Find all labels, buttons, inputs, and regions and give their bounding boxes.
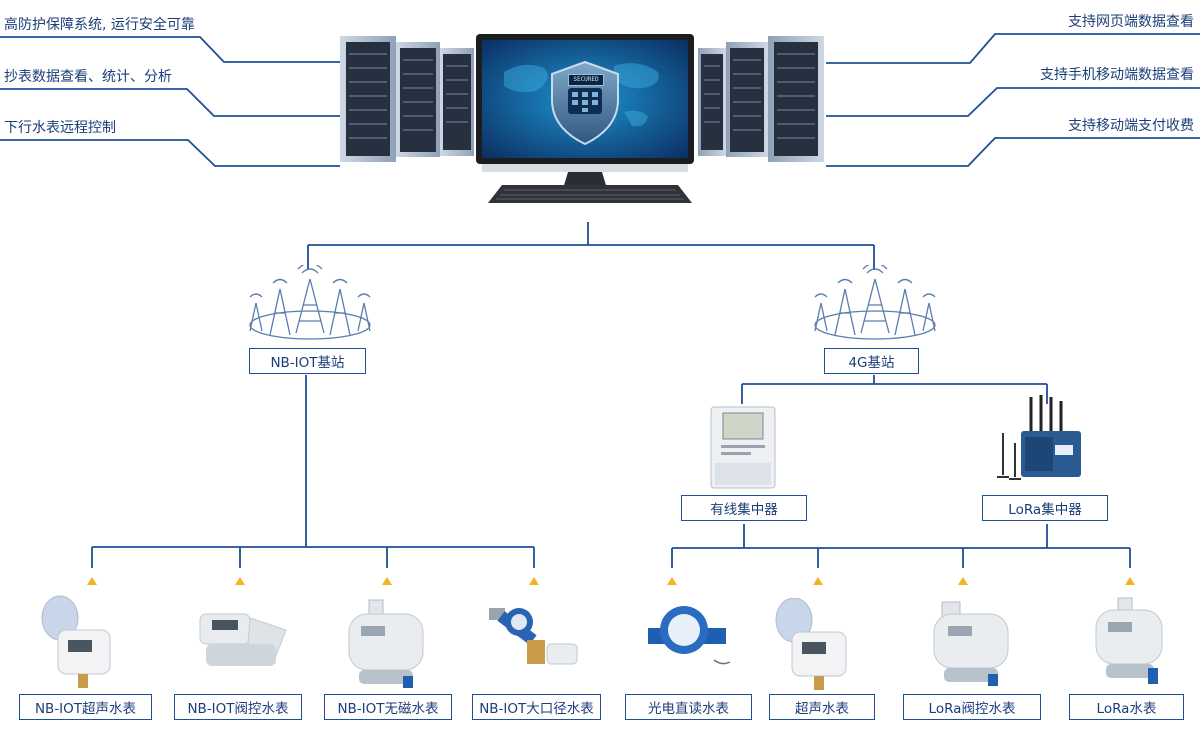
water-meter-icon: [41, 595, 111, 688]
feature-left-2: 抄表数据查看、统计、分析: [4, 69, 172, 85]
meter-lora-valve: LoRa阀控水表: [903, 694, 1041, 720]
water-meter-icon: [648, 606, 731, 665]
water-meter-icon: [775, 598, 847, 690]
wired-concentrator-icon: [710, 406, 776, 489]
water-meter-icon: [348, 599, 424, 688]
meter-photoelectric: 光电直读水表: [625, 694, 752, 720]
station-nbiot: NB-IOT基站: [249, 348, 366, 374]
feature-right-2: 支持手机移动端数据查看: [1040, 67, 1194, 83]
keyboard-icon: [488, 185, 692, 203]
station-4g: 4G基站: [824, 348, 919, 374]
meter-lora: LoRa水表: [1069, 694, 1184, 720]
water-meter-icon: [1095, 597, 1163, 684]
concentrator-wired: 有线集中器: [681, 495, 807, 521]
feature-right-1: 支持网页端数据查看: [1068, 14, 1194, 30]
radio-tower-icon: [814, 265, 936, 340]
concentrator-lora: LoRa集中器: [982, 495, 1108, 521]
water-meter-icon: [199, 613, 287, 666]
meter-nbiot-ultrasonic: NB-IOT超声水表: [19, 694, 152, 720]
feature-left-3: 下行水表远程控制: [4, 120, 116, 136]
secured-badge: SECURED: [568, 74, 604, 86]
server-rack-icon: [698, 36, 824, 162]
shield-lock-icon: [551, 60, 619, 146]
meter-ultrasonic: 超声水表: [769, 694, 875, 720]
meter-nbiot-valve: NB-IOT阀控水表: [174, 694, 302, 720]
monitor-icon: SECURED: [474, 32, 696, 210]
water-meter-icon: [489, 608, 578, 665]
lora-gateway-icon: [997, 395, 1081, 480]
water-meter-icon: [933, 601, 1009, 686]
server-rack-icon: [340, 36, 474, 162]
feature-right-3: 支持移动端支付收费: [1068, 118, 1194, 134]
feature-left-1: 高防护保障系统, 运行安全可靠: [4, 17, 195, 33]
meter-nbiot-large-caliber: NB-IOT大口径水表: [472, 694, 601, 720]
meter-nbiot-nonmagnetic: NB-IOT无磁水表: [324, 694, 452, 720]
radio-tower-icon: [249, 265, 371, 340]
